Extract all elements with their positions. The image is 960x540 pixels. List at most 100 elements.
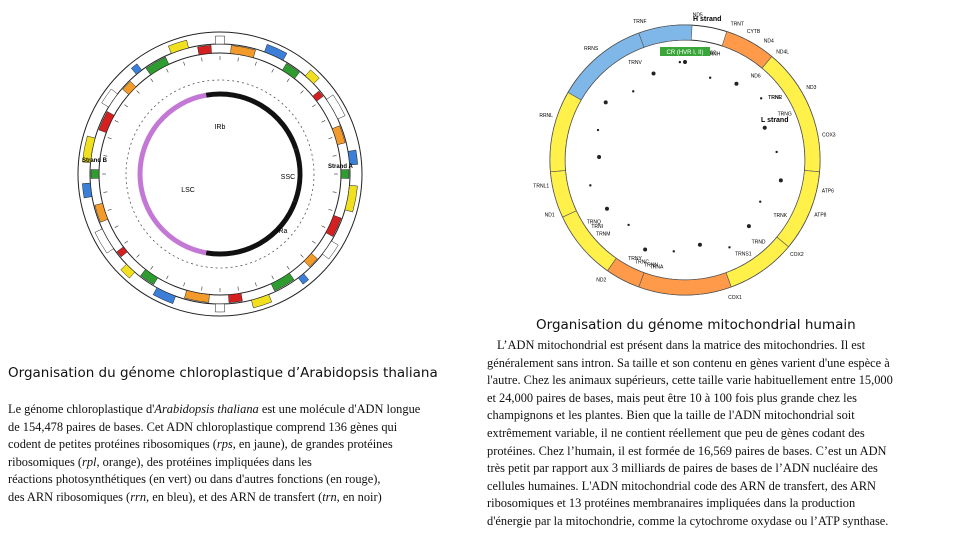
gene-tick (124, 104, 128, 108)
mito-gene-label: COX3 (822, 133, 836, 139)
gene-block (304, 69, 320, 85)
gene-tick (312, 104, 316, 108)
gene-tick (328, 208, 333, 211)
scale-ring (125, 79, 315, 269)
species-name: Arabidopsis thaliana (154, 402, 259, 416)
gene-block (94, 228, 114, 254)
mito-gene-label: RRNS (584, 46, 599, 52)
chloro-line-3: codent de petites protéines ribosomiques… (8, 436, 478, 454)
mito-gene-label: TRNL1 (533, 183, 549, 189)
gene-tick (103, 155, 108, 157)
mito-gene-label: ND1 (545, 213, 555, 219)
gene-tick (114, 225, 119, 228)
gene-block (167, 39, 189, 54)
gene-block (82, 135, 96, 163)
gene-tick (107, 137, 112, 140)
mito-marker (759, 200, 762, 203)
mito-marker (672, 250, 675, 253)
gene-ring-inner (98, 52, 342, 296)
mito-marker (643, 247, 648, 252)
gene-tick (237, 57, 239, 62)
mito-gene-label: ND5 (693, 13, 703, 19)
chloroplast-gene-blocks (82, 35, 358, 313)
gene-block (82, 182, 93, 199)
gene-tick (286, 266, 290, 270)
gene-block (303, 253, 318, 268)
mito-gene-blocks (549, 24, 821, 296)
mito-gene-label: COX1 (728, 295, 742, 301)
text-span: est une molécule d'ADN longue (258, 402, 421, 416)
gene-block (326, 94, 346, 120)
gene-tick (328, 137, 333, 140)
gene-tick (201, 57, 203, 62)
chloro-line-6: des ARN ribosomiques (rrn, en bleu), et … (8, 489, 478, 507)
mito-gene-label: TRNG (778, 112, 792, 118)
chloroplast-genome-diagram: IRb SSC IRa LSC Strand B Strand A (77, 31, 363, 317)
gene-block (116, 246, 128, 258)
gene-abbrev: rps (216, 437, 233, 452)
mito-gene-block (638, 24, 693, 48)
gene-tick (136, 254, 140, 258)
chloro-line-2: de 154,478 paires de bases. Cet ADN chlo… (8, 419, 398, 434)
mito-gene-label: TRND (752, 240, 766, 246)
mito-marker (746, 224, 751, 229)
mito-gene-label: TRNY (628, 256, 642, 262)
gene-block (152, 287, 176, 304)
mito-gene-block (776, 170, 820, 248)
mito-gene-label: TRNI (591, 224, 603, 230)
gene-block (94, 202, 109, 223)
gene-tick (271, 68, 274, 73)
gene-block (230, 45, 256, 58)
gene-block (340, 169, 350, 179)
gene-tick (201, 286, 203, 291)
gene-tick (150, 266, 154, 270)
mito-line-1: L’ADN mitochondrial est présent dans la … (497, 338, 866, 352)
ssc-label: SSC (281, 174, 295, 181)
ira-label: IRa (277, 228, 288, 235)
gene-tick (183, 282, 186, 287)
gene-tick (300, 254, 304, 258)
gene-tick (166, 68, 169, 73)
gene-tick (312, 240, 316, 244)
gene-tick (271, 275, 274, 280)
mito-line-2: généralement sans intron. Sa taille et s… (487, 355, 890, 370)
gene-block (347, 149, 358, 166)
gene-block (270, 272, 295, 292)
chloroplast-gene-ticks (102, 56, 338, 292)
gene-tick (150, 78, 154, 82)
gene-block (98, 111, 115, 133)
mito-marker (708, 76, 712, 79)
mito-gene-label: ND4 (764, 38, 774, 44)
mito-marker (678, 60, 682, 64)
mito-gene-label: TRNN (644, 263, 658, 269)
text-span: codent de petites protéines ribosomiques… (8, 437, 217, 452)
mito-line-9: cellules humaines. L'ADN mitochondrial c… (487, 478, 877, 493)
mito-gene-label: ND6 (751, 74, 761, 80)
text-span: des ARN ribosomiques ( (8, 489, 131, 504)
chloro-figure-title: Organisation du génome chloroplastique d… (8, 365, 438, 381)
control-region-label: CR (HVR I, II) (667, 50, 704, 56)
mito-line-10: ribosomiques et 13 protéines membranaire… (487, 496, 856, 511)
mito-marker (597, 154, 602, 159)
mito-line-4: et 24,000 paires de bases, mais peut êtr… (487, 390, 857, 405)
gene-tick (332, 191, 337, 193)
mito-gene-block (549, 92, 582, 173)
mito-marker (734, 81, 739, 86)
lsc-label: LSC (181, 187, 195, 194)
gene-tick (321, 120, 326, 123)
gene-tick (254, 282, 257, 287)
mito-marker (762, 125, 767, 130)
gene-block (214, 303, 226, 313)
mito-marker (596, 128, 600, 132)
gene-tick (107, 208, 112, 211)
mito-description: L’ADN mitochondrial est présent dans la … (487, 337, 955, 531)
gene-block (325, 215, 342, 237)
mito-marker (778, 178, 783, 183)
gene-tick (166, 275, 169, 280)
gene-block (331, 125, 346, 146)
mito-inner-ring (564, 39, 806, 281)
mito-gene-label: TRNF (633, 19, 646, 25)
lsc-segment (137, 92, 207, 256)
mito-gene-label: RRNL (539, 113, 553, 119)
